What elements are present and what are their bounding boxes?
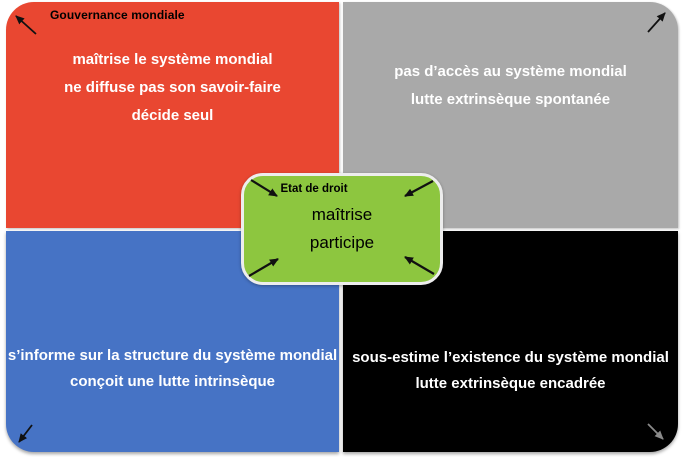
text-line: sous-estime l’existence du système mondi… xyxy=(352,349,669,366)
etat-de-droit-box: Etat de droit maîtrise participe xyxy=(241,173,443,285)
text-line: participe xyxy=(309,233,375,252)
quadrant-bottom-right: sous-estime l’existence du système mondi… xyxy=(343,231,678,452)
quadrant-top-left: Gouvernance mondiale maîtrise le système… xyxy=(6,2,339,228)
text-line: maîtrise le système mondial xyxy=(72,51,273,68)
quadrant-top-right: pas d’accès au système mondial lutte ext… xyxy=(343,2,678,228)
quadrant-top-left-text: maîtrise le système mondial ne diffuse p… xyxy=(6,46,339,130)
text-line: décide seul xyxy=(131,107,214,124)
quadrant-bottom-right-text: sous-estime l’existence du système mondi… xyxy=(343,345,678,397)
text-line: ne diffuse pas son savoir-faire xyxy=(64,79,281,96)
etat-de-droit-label: Etat de droit xyxy=(280,183,348,195)
gouvernance-mondiale-label: Gouvernance mondiale xyxy=(50,8,185,22)
text-line: s’informe sur la structure du système mo… xyxy=(7,347,338,364)
text-line: lutte extrinsèque spontanée xyxy=(410,91,611,108)
text-line: lutte extrinsèque encadrée xyxy=(415,375,606,392)
text-line: maîtrise xyxy=(311,205,373,224)
text-line: conçoit une lutte intrinsèque xyxy=(69,373,275,390)
quadrant-bottom-left-text: s’informe sur la structure du système mo… xyxy=(6,343,339,395)
etat-de-droit-text: maîtrise participe xyxy=(244,201,440,257)
quadrant-top-right-text: pas d’accès au système mondial lutte ext… xyxy=(343,58,678,114)
text-line: pas d’accès au système mondial xyxy=(394,63,627,80)
